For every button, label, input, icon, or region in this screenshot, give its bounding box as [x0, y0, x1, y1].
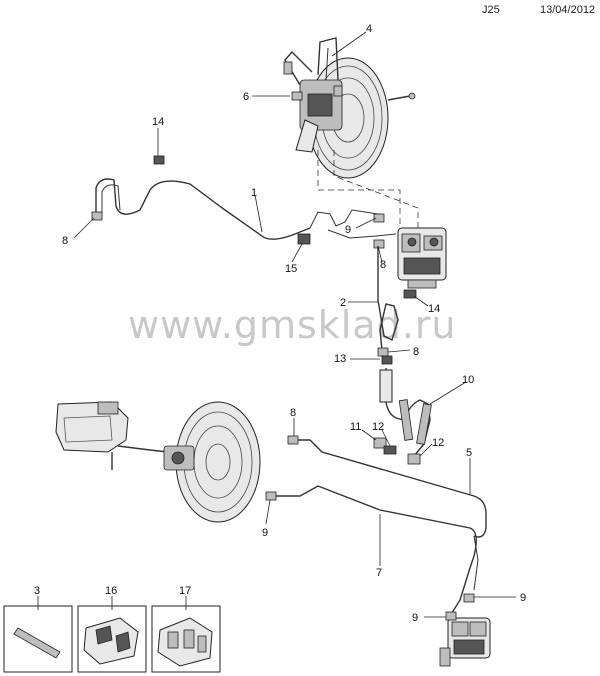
callout-8-booster: 8	[290, 407, 296, 419]
fitting-8-booster	[287, 435, 299, 445]
callout-4: 4	[366, 23, 372, 35]
brake-fluid-reservoir	[55, 401, 129, 453]
clip-15	[297, 233, 311, 245]
fitting-8-upper	[373, 239, 385, 249]
callout-9-booster: 9	[262, 527, 268, 539]
clip-13	[381, 355, 393, 365]
fitting-9-right	[463, 593, 475, 603]
fitting-8-lower	[377, 347, 389, 357]
callout-8-lower: 8	[413, 346, 419, 358]
brake-pipe-7	[276, 485, 477, 617]
inset-part-16	[77, 605, 147, 673]
fitting-9-booster	[265, 491, 277, 501]
fitting-9-upper	[373, 213, 385, 223]
inset-part-3	[3, 605, 73, 673]
brake-pipe-1	[95, 178, 311, 240]
callout-9-upper: 9	[345, 224, 351, 236]
callout-13: 13	[334, 353, 346, 365]
clip-14-right	[403, 289, 417, 299]
upper-brake-booster	[283, 37, 416, 179]
callout-17: 17	[179, 585, 191, 597]
callout-2: 2	[340, 297, 346, 309]
fitting-12-right	[407, 453, 421, 465]
callout-5: 5	[466, 447, 472, 459]
page-date: 13/04/2012	[540, 4, 596, 16]
callout-8-left: 8	[62, 235, 68, 247]
callout-14-upper: 14	[152, 116, 164, 128]
callout-6: 6	[243, 91, 249, 103]
pipe-fitting-8-left	[91, 211, 103, 221]
callout-12-right: 12	[432, 437, 444, 449]
fitting-12-left	[383, 445, 397, 455]
fitting-9-bottom	[445, 611, 457, 621]
callout-1: 1	[251, 187, 257, 199]
callout-3: 3	[34, 585, 40, 597]
lower-brake-booster	[163, 401, 261, 523]
callout-9-bottom: 9	[412, 612, 418, 624]
callout-7: 7	[376, 567, 382, 579]
lower-abs-modulator	[439, 617, 491, 667]
callout-11: 11	[350, 421, 361, 433]
leader-lines	[37, 31, 516, 618]
callout-16: 16	[105, 585, 117, 597]
callout-8-upper: 8	[380, 259, 386, 271]
brake-pipe-2	[377, 246, 399, 351]
brake-pipe-5	[296, 439, 487, 538]
upper-abs-modulator	[397, 227, 447, 289]
clip-14-upper	[153, 155, 165, 165]
watermark-text: www.gmsklad.ru	[128, 303, 457, 347]
page-code: J25	[482, 4, 500, 16]
callout-10: 10	[462, 374, 474, 386]
inset-part-17	[151, 605, 221, 673]
fitting-11	[373, 437, 387, 449]
page-header: J25 13/04/2012	[0, 0, 600, 20]
callout-12-left: 12	[372, 421, 384, 433]
callout-9-right: 9	[520, 592, 526, 604]
callout-15: 15	[285, 263, 297, 275]
callout-14-right: 14	[428, 303, 440, 315]
